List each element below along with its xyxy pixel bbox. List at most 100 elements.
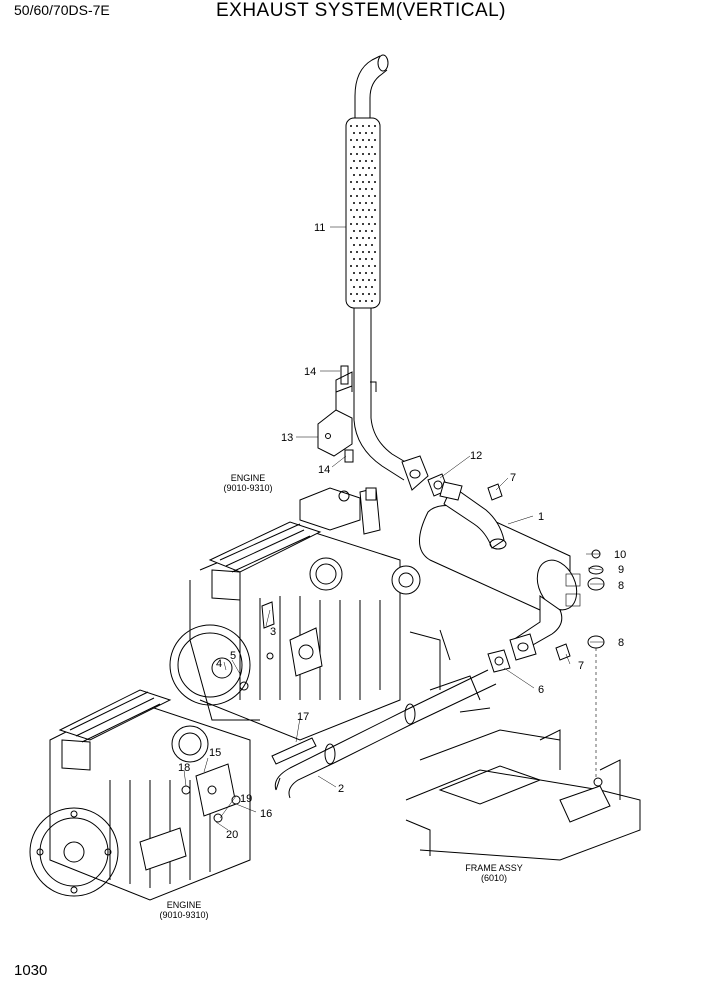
- perforation-dot: [362, 181, 364, 183]
- perforation-dot: [371, 202, 373, 204]
- perforation-dot: [353, 174, 355, 176]
- callout-7-bottom: 7: [578, 660, 584, 672]
- perforation-dot: [362, 167, 364, 169]
- perforation-dot: [350, 279, 352, 281]
- perforation-dot: [371, 258, 373, 260]
- perforation-dot: [374, 223, 376, 225]
- perforation-dot: [350, 265, 352, 267]
- perforation-dot: [356, 167, 358, 169]
- perforation-dot: [359, 272, 361, 274]
- perforation-dot: [353, 132, 355, 134]
- engine-bottom: [29, 689, 251, 901]
- perforation-dot: [362, 279, 364, 281]
- perforation-dot: [365, 300, 367, 302]
- perforation-dot: [371, 230, 373, 232]
- perforation-dot: [353, 300, 355, 302]
- callout-6: 6: [538, 684, 544, 696]
- perforation-dot: [374, 167, 376, 169]
- perforation-dot: [365, 174, 367, 176]
- perforation-dot: [368, 279, 370, 281]
- perforation-dot: [359, 132, 361, 134]
- callout-14-bottom: 14: [318, 464, 330, 476]
- perforation-dot: [359, 230, 361, 232]
- callout-7-top: 7: [510, 472, 516, 484]
- rubber-mounts: [587, 549, 605, 784]
- gasket-6: [487, 649, 511, 673]
- callout-13: 13: [281, 432, 293, 444]
- perforation-dot: [353, 146, 355, 148]
- engine-bottom-name: ENGINE: [167, 900, 202, 910]
- perforation-dot: [368, 237, 370, 239]
- perforation-dot: [353, 258, 355, 260]
- perforation-dot: [362, 195, 364, 197]
- perforation-dot: [365, 188, 367, 190]
- perforation-dot: [359, 160, 361, 162]
- bolts-7: [487, 483, 571, 661]
- callout-5: 5: [230, 650, 236, 662]
- perforation-dot: [353, 216, 355, 218]
- engine-top: [169, 487, 441, 741]
- perforation-dot: [371, 146, 373, 148]
- perforation-dot: [353, 160, 355, 162]
- perforation-dot: [368, 251, 370, 253]
- muffler-flange: [509, 633, 537, 661]
- perforation-dot: [371, 216, 373, 218]
- callout-1: 1: [538, 511, 544, 523]
- perforation-dot: [359, 286, 361, 288]
- perforation-dot: [359, 174, 361, 176]
- callout-labels: 1 2 3 4 5 6 7 7 8 8 9 10 11 12 13 14 14 …: [178, 222, 626, 841]
- perforation-dot: [365, 244, 367, 246]
- perforation-dot: [368, 125, 370, 127]
- perforation-dot: [368, 209, 370, 211]
- callout-18: 18: [178, 762, 190, 774]
- perforation-dot: [365, 202, 367, 204]
- perforation-dot: [374, 279, 376, 281]
- perforation-dot: [359, 244, 361, 246]
- perforation-dot: [353, 188, 355, 190]
- perforation-dot: [350, 251, 352, 253]
- perforation-dot: [350, 167, 352, 169]
- perforation-dot: [356, 181, 358, 183]
- perforation-dot: [368, 223, 370, 225]
- perforation-dot: [368, 265, 370, 267]
- perforation-dot: [371, 132, 373, 134]
- perforation-dot: [356, 265, 358, 267]
- perforation-dot: [374, 195, 376, 197]
- perforation-dot: [371, 272, 373, 274]
- callout-16: 16: [260, 808, 272, 820]
- callout-19: 19: [240, 793, 252, 805]
- perforation-dot: [365, 258, 367, 260]
- perforation-dot: [350, 125, 352, 127]
- callout-12: 12: [470, 450, 482, 462]
- perforation-dot: [368, 167, 370, 169]
- perforation-dot: [359, 300, 361, 302]
- perforation-dot: [350, 223, 352, 225]
- perforation-dot: [365, 160, 367, 162]
- perforation-dot: [356, 209, 358, 211]
- tail-pipe: [345, 54, 429, 491]
- bracket-17: [271, 737, 317, 765]
- perforation-dot: [362, 237, 364, 239]
- perforation-dot: [368, 153, 370, 155]
- perforation-dot: [365, 272, 367, 274]
- perforation-dot: [356, 125, 358, 127]
- perforation-dot: [353, 202, 355, 204]
- perforation-dot: [350, 209, 352, 211]
- callout-10: 10: [614, 549, 626, 561]
- callout-11: 11: [314, 222, 325, 234]
- perforation-dot: [353, 272, 355, 274]
- perforation-dot: [350, 139, 352, 141]
- perforation-dot: [371, 244, 373, 246]
- page-number: 1030: [14, 962, 48, 979]
- perforation-dot: [359, 188, 361, 190]
- perforation-dot: [365, 132, 367, 134]
- perforation-dot: [356, 223, 358, 225]
- engine-bottom-code: (9010-9310): [159, 910, 208, 920]
- leader-lines: [183, 226, 604, 831]
- frame-code: (6010): [481, 873, 507, 883]
- perforation-dot: [356, 153, 358, 155]
- perforation-dot: [371, 174, 373, 176]
- perforation-dot: [356, 139, 358, 141]
- perforation-dot: [371, 300, 373, 302]
